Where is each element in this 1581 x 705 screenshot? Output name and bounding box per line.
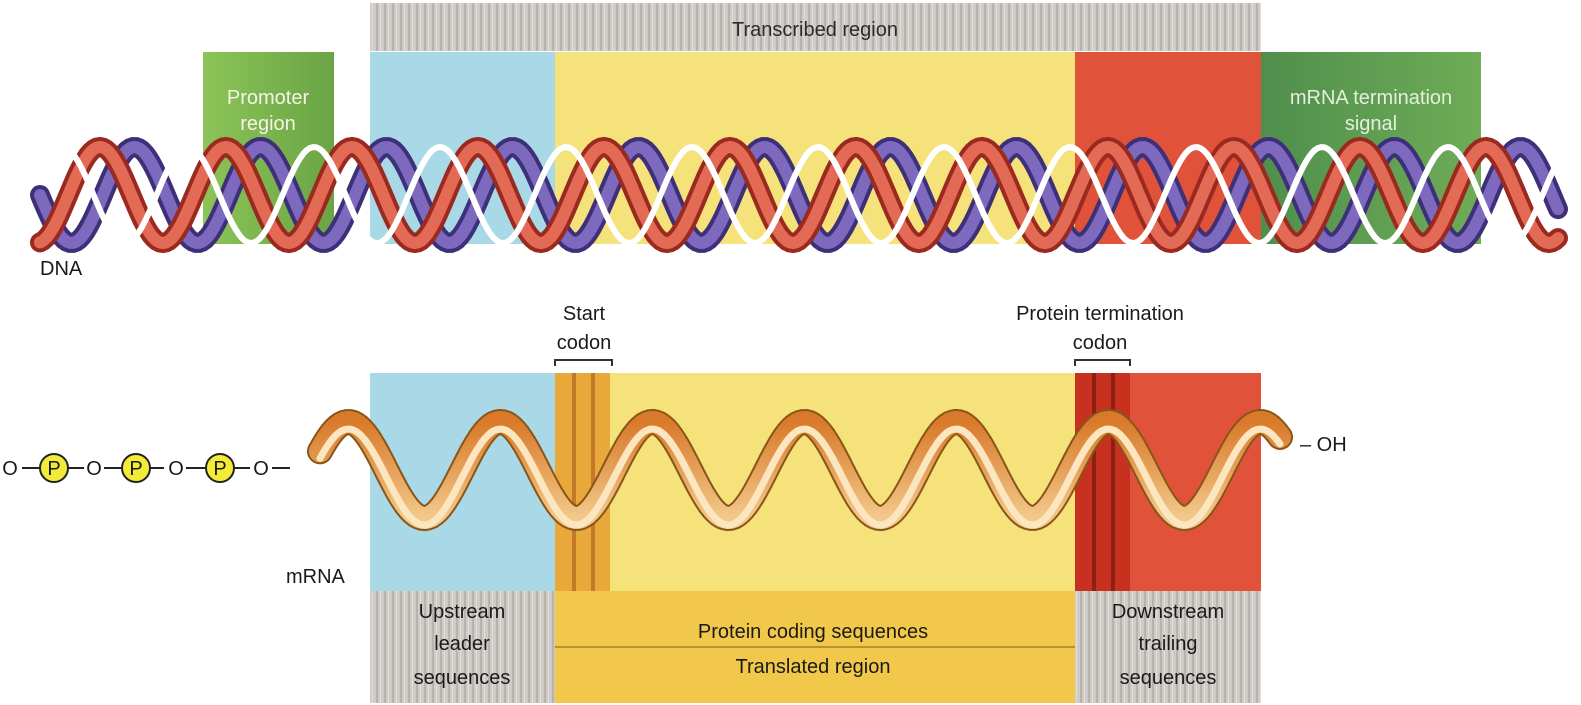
chain-o-2: O	[86, 458, 102, 480]
translated-region-label: Translated region	[736, 656, 891, 678]
upstream-label-line3: sequences	[414, 667, 511, 689]
dna-label: DNA	[40, 258, 83, 280]
five-prime-phosphate-chain	[22, 454, 290, 482]
protein-termination-codon-block	[1075, 373, 1130, 591]
chain-o-1: O	[2, 458, 18, 480]
transcribed-region-label: Transcribed region	[732, 19, 898, 41]
protein-coding-label: Protein coding sequences	[698, 621, 928, 643]
chain-o-3: O	[168, 458, 184, 480]
promoter-label-line1: Promoter	[227, 87, 310, 109]
three-prime-oh-label: – OH	[1300, 434, 1347, 456]
mrna-label: mRNA	[286, 566, 346, 588]
protein-termination-label-line1: Protein termination	[1016, 303, 1184, 325]
chain-o-4: O	[253, 458, 269, 480]
downstream-label-line3: sequences	[1120, 667, 1217, 689]
downstream-label-line2: trailing	[1139, 633, 1198, 655]
protein-termination-label-line2: codon	[1073, 332, 1128, 354]
start-codon-label-line1: Start	[563, 303, 606, 325]
chain-p-1: P	[47, 458, 60, 480]
upstream-label-line1: Upstream	[419, 601, 506, 623]
mrna-term-label-line2: signal	[1345, 113, 1397, 135]
downstream-label-line1: Downstream	[1112, 601, 1224, 623]
termination-codon-bracket	[1075, 360, 1130, 366]
start-codon-bracket	[555, 360, 612, 366]
mrna-term-label-line1: mRNA termination	[1290, 87, 1452, 109]
promoter-label-line2: region	[240, 113, 296, 135]
chain-p-3: P	[213, 458, 226, 480]
start-codon-label-line2: codon	[557, 332, 612, 354]
chain-p-2: P	[129, 458, 142, 480]
upstream-label-line2: leader	[434, 633, 490, 655]
